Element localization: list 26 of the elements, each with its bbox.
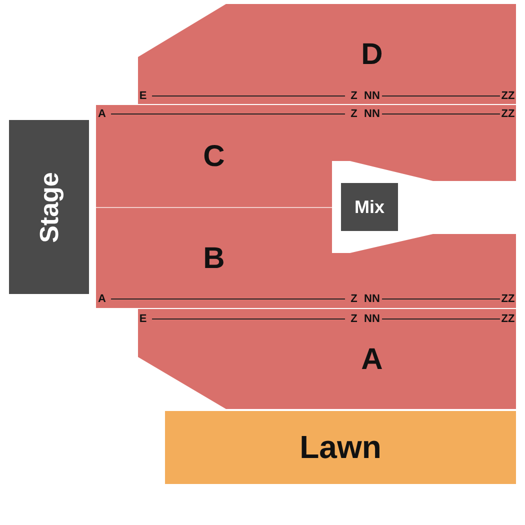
row-label: NN (364, 108, 380, 120)
row-label: E (139, 90, 147, 102)
section-label: C (203, 140, 225, 174)
area-label: Lawn (300, 429, 382, 466)
row-label: E (139, 313, 147, 325)
row-label: Z (350, 108, 358, 120)
row-label: ZZ (501, 293, 515, 305)
row-label: ZZ (501, 90, 515, 102)
lawn-area (165, 411, 516, 484)
area-label: Mix (354, 196, 384, 218)
row-label: ZZ (501, 108, 515, 120)
row-label: NN (364, 293, 380, 305)
row-label: A (98, 108, 106, 120)
section-label: B (203, 242, 225, 276)
mix-area (341, 183, 398, 231)
row-label: A (98, 293, 106, 305)
area-label: Stage (34, 172, 64, 242)
section-label: A (361, 343, 383, 377)
row-label: NN (364, 313, 380, 325)
row-label: NN (364, 90, 380, 102)
section-label: D (361, 38, 383, 72)
row-label: Z (350, 90, 358, 102)
row-label: Z (350, 313, 358, 325)
row-label: ZZ (501, 313, 515, 325)
stage (9, 120, 89, 294)
row-label: Z (350, 293, 358, 305)
